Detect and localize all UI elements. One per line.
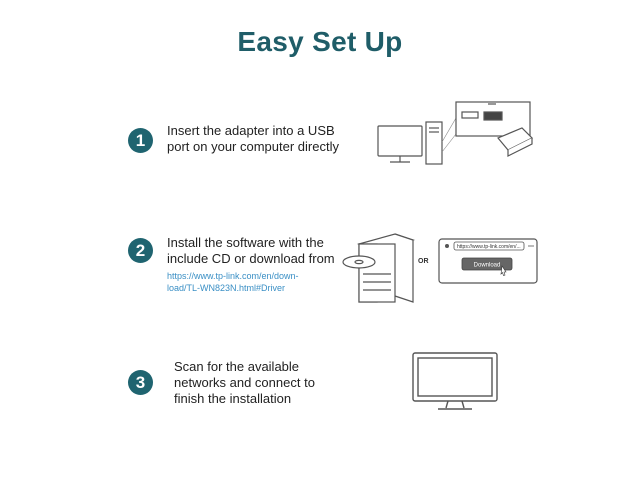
or-label: OR bbox=[418, 258, 429, 265]
step-3-line: Scan for the available bbox=[174, 359, 300, 374]
link-line: https://www.tp-link.com/en/down- bbox=[167, 271, 299, 281]
monitor-icon bbox=[412, 352, 498, 410]
step-3-line: networks and connect to bbox=[174, 375, 315, 390]
step-3-text: Scan for the available networks and conn… bbox=[174, 359, 315, 407]
download-button-label: Download bbox=[474, 263, 501, 269]
step-3-line: finish the installation bbox=[174, 391, 292, 406]
driver-download-link[interactable]: https://www.tp-link.com/en/down- load/TL… bbox=[167, 270, 299, 294]
step-2-line: include CD or download from bbox=[167, 251, 335, 266]
step-1-text: Insert the adapter into a USB port on yo… bbox=[167, 123, 339, 155]
desktop-pc-usb-adapter-icon bbox=[377, 101, 534, 165]
step-2-line: Install the software with the bbox=[167, 235, 324, 250]
browser-download-icon: https://www.tp-link.com/en/... Download bbox=[438, 238, 538, 284]
page-title: Easy Set Up bbox=[237, 26, 403, 57]
cd-drive-tower-icon bbox=[342, 233, 416, 303]
step-1-badge: 1 bbox=[128, 128, 153, 153]
step-2-text: Install the software with the include CD… bbox=[167, 235, 335, 267]
link-line: load/TL-WN823N.html#Driver bbox=[167, 283, 286, 293]
step-3-badge: 3 bbox=[128, 370, 153, 395]
step-1-line: port on your computer directly bbox=[167, 139, 339, 154]
step-2-badge: 2 bbox=[128, 238, 153, 263]
browser-url-text: https://www.tp-link.com/en/... bbox=[457, 244, 521, 250]
step-1-line: Insert the adapter into a USB bbox=[167, 123, 335, 138]
